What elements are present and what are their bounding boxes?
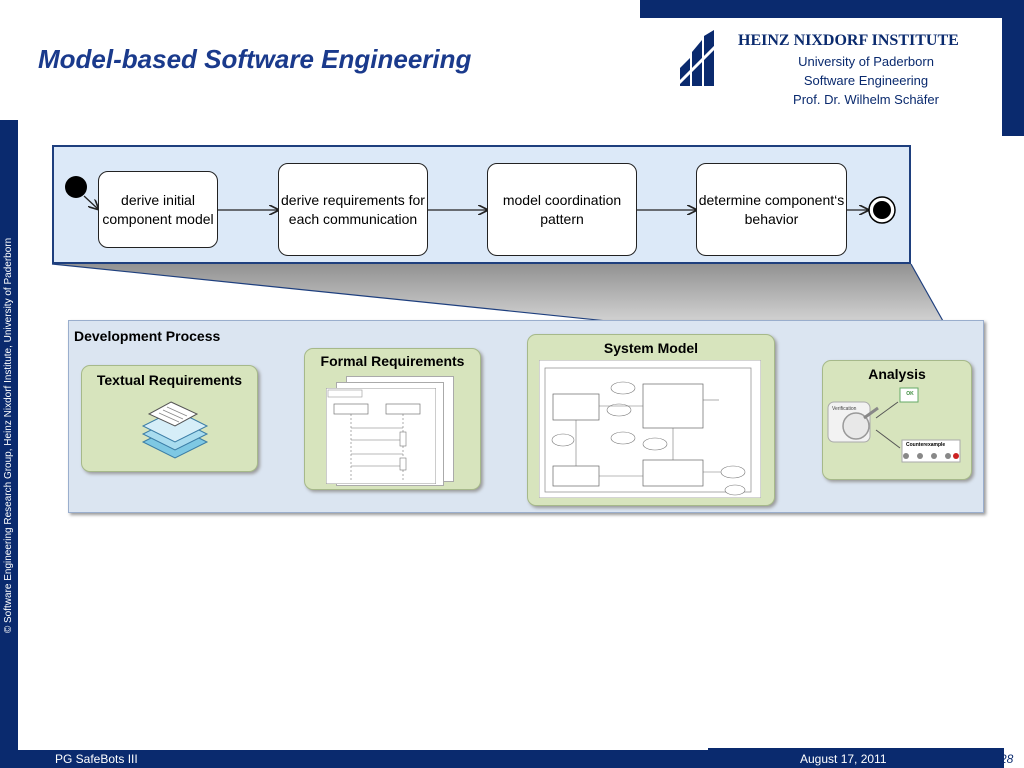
component-diagram-thumbnail bbox=[539, 360, 761, 498]
textual-requirements-title: Textual Requirements bbox=[96, 372, 243, 388]
connector-start bbox=[83, 195, 98, 209]
right-brand-bar bbox=[1002, 0, 1024, 136]
page-number: 28 bbox=[1000, 752, 1014, 766]
analysis-counterexample-label: Counterexample bbox=[906, 442, 946, 448]
footer-project: PG SafeBots III bbox=[55, 752, 138, 766]
institute-line-university: University of Paderborn bbox=[798, 54, 934, 69]
institute-name: HEINZ NIXDORF INSTITUTE bbox=[738, 32, 959, 49]
footer-line bbox=[708, 748, 1004, 750]
sequence-diagram-thumbnail bbox=[326, 388, 436, 484]
analysis-title: Analysis bbox=[868, 366, 926, 382]
institute-line-group: Software Engineering bbox=[803, 73, 929, 88]
activity-step-3: model coordination pattern bbox=[487, 163, 637, 256]
activity-step-2: derive requirements for each communicati… bbox=[278, 163, 428, 256]
institute-line-professor: Prof. Dr. Wilhelm Schäfer bbox=[793, 92, 939, 107]
development-process-title: Development Process bbox=[74, 328, 221, 344]
analysis-graphic bbox=[827, 387, 961, 463]
top-brand-bar bbox=[640, 0, 1024, 18]
activity-step-4: determine component‘s behavior bbox=[696, 163, 847, 256]
documents-icon bbox=[141, 401, 209, 459]
analysis-ok-label: OK bbox=[906, 391, 914, 397]
initial-node bbox=[65, 176, 87, 198]
footer-date-bar bbox=[708, 750, 1004, 768]
slide-title: Model-based Software Engineering bbox=[38, 44, 472, 74]
system-model-title: System Model bbox=[603, 340, 699, 356]
footer-bar bbox=[0, 750, 708, 768]
formal-requirements-title: Formal Requirements bbox=[320, 353, 465, 369]
institute-logo bbox=[676, 28, 720, 90]
left-brand-bar bbox=[0, 120, 18, 768]
analysis-verification-label: Verification bbox=[832, 406, 857, 412]
footer-date: August 17, 2011 bbox=[800, 752, 887, 766]
activity-step-1: derive initial component model bbox=[98, 171, 218, 248]
